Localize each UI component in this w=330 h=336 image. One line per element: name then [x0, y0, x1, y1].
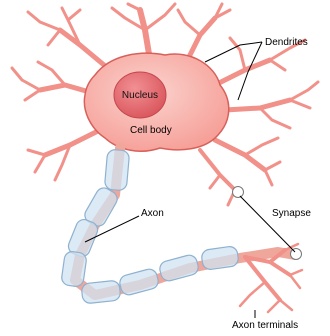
dendrites-label: Dendrites	[265, 37, 308, 48]
myelin-sheath	[104, 149, 129, 191]
nucleus-label: Nucleus	[122, 90, 158, 101]
myelin-sheath	[118, 267, 160, 296]
dendrite-branch	[28, 145, 70, 180]
dendrite-branch	[60, 30, 110, 70]
synapse-marker	[233, 187, 244, 198]
axon-terminals-label: Axon terminals	[232, 320, 298, 331]
dendrite-branch	[200, 150, 235, 190]
myelin-sheaths	[61, 149, 239, 304]
synapse-leader	[240, 196, 295, 252]
myelin-sheath	[81, 280, 121, 304]
synapse-label: Synapse	[272, 208, 311, 219]
synapse-marker	[291, 249, 302, 260]
myelin-sheath	[61, 251, 88, 288]
myelin-sheath	[201, 246, 239, 271]
dendrite-branch	[225, 100, 290, 110]
dendrite-branch	[215, 140, 265, 170]
dendrite-branch	[12, 62, 65, 100]
axon-label: Axon	[141, 208, 164, 219]
dendrites-leader	[205, 42, 262, 62]
cell-body-label: Cell body	[130, 125, 172, 136]
dendrite-branch	[45, 130, 100, 155]
myelin-sheath	[158, 253, 200, 282]
